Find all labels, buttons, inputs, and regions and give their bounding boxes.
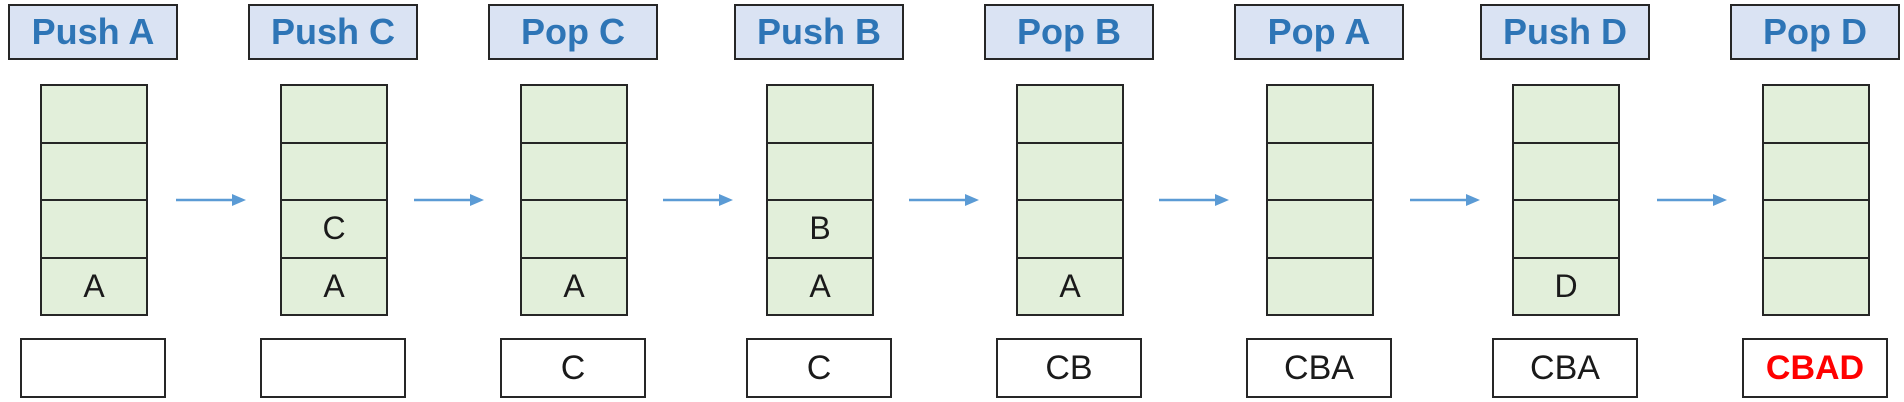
stack-cell <box>1514 86 1618 144</box>
stack-cell <box>1018 201 1122 259</box>
operation-label: Push A <box>8 4 178 60</box>
output-box: CBA <box>1246 338 1392 398</box>
stack-cell: A <box>83 267 105 304</box>
stack-cell <box>1268 86 1372 144</box>
stack <box>1762 84 1870 316</box>
stack: A <box>520 84 628 316</box>
stack: A <box>40 84 148 316</box>
operation-label: Pop B <box>984 4 1154 60</box>
stack-cell <box>1268 201 1372 259</box>
stack <box>1266 84 1374 316</box>
stack-cell <box>522 201 626 259</box>
stack-cell <box>768 144 872 201</box>
stack-cell <box>42 144 146 201</box>
stack-cell <box>1764 201 1868 259</box>
output-box: CB <box>996 338 1142 398</box>
final-output-box: CBAD <box>1742 338 1888 398</box>
stack-cell <box>1764 259 1868 315</box>
step-5: Pop B A CB <box>983 0 1154 402</box>
output-box: CBA <box>1492 338 1638 398</box>
stack-cell <box>522 144 626 201</box>
stack-cell: A <box>563 267 585 304</box>
stack-cell <box>1514 144 1618 201</box>
output-box <box>260 338 406 398</box>
right-arrow-icon <box>1410 194 1480 206</box>
stack-cell: A <box>809 267 831 304</box>
step-6: Pop A CBA <box>1233 0 1404 402</box>
stack-cell <box>42 86 146 144</box>
stack-cell <box>1268 144 1372 201</box>
stack-cell <box>522 86 626 144</box>
stack: A <box>1016 84 1124 316</box>
operation-label: Pop D <box>1730 4 1900 60</box>
stack-cell <box>1514 201 1618 259</box>
stack-cell <box>1764 144 1868 201</box>
operation-label: Push B <box>734 4 904 60</box>
stack-cell: D <box>1554 267 1578 304</box>
operation-label: Pop A <box>1234 4 1404 60</box>
output-box: C <box>500 338 646 398</box>
right-arrow-icon <box>663 194 733 206</box>
right-arrow-icon <box>414 194 484 206</box>
stack-cell: C <box>282 201 386 259</box>
stack-cell <box>1268 259 1372 315</box>
right-arrow-icon <box>1159 194 1229 206</box>
stack-cell <box>282 144 386 201</box>
operation-label: Pop C <box>488 4 658 60</box>
right-arrow-icon <box>909 194 979 206</box>
step-7: Push D D CBA <box>1479 0 1650 402</box>
stack-cell: A <box>323 267 345 304</box>
stack-cell <box>1018 144 1122 201</box>
stack-cell <box>1018 86 1122 144</box>
stack-cell: A <box>1059 267 1081 304</box>
operation-label: Push D <box>1480 4 1650 60</box>
stack-cell <box>1764 86 1868 144</box>
right-arrow-icon <box>1657 194 1727 206</box>
output-box: C <box>746 338 892 398</box>
stack-cell <box>768 86 872 144</box>
right-arrow-icon <box>176 194 246 206</box>
operation-label: Push C <box>248 4 418 60</box>
stack-cell <box>42 201 146 259</box>
stack-cell <box>282 86 386 144</box>
output-box <box>20 338 166 398</box>
stack-cell: B <box>768 201 872 259</box>
stack: D <box>1512 84 1620 316</box>
step-8: Pop D CBAD <box>1729 0 1900 402</box>
step-1: Push A A <box>7 0 178 402</box>
